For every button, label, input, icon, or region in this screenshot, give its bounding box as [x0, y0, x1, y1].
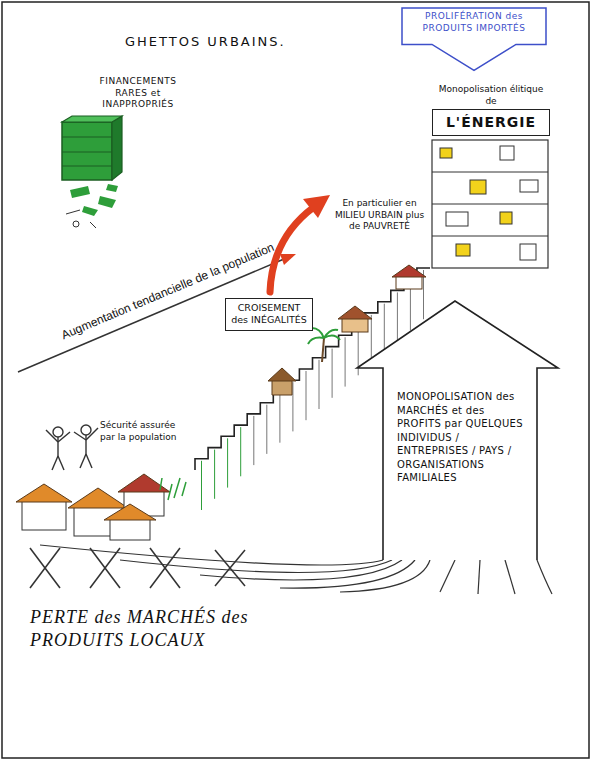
arrow-shape: PROLIFÉRATION des PRODUITS IMPORTÉS	[398, 6, 550, 72]
stair-hatch	[345, 337, 346, 386]
stair-hatch	[371, 315, 372, 364]
stair-hatch	[397, 292, 398, 341]
people-drawing	[46, 425, 98, 470]
caption-note: PERTE des MARCHÉS des PRODUITS LOCAUX	[30, 606, 310, 651]
node-subtext: L'ÉNERGIE	[432, 109, 550, 135]
arrow-path	[357, 301, 558, 560]
stair-hatch	[201, 461, 202, 510]
stair-hatch	[253, 416, 254, 465]
red-arrow	[270, 195, 330, 292]
annotation-label: En particulier en MILIEU URBAIN plus de …	[332, 198, 427, 233]
stair-hatch	[214, 450, 215, 499]
stair-hatch	[332, 349, 333, 398]
node-text: MONOPOLISATION des MARCHÉS et des PROFIT…	[397, 390, 525, 485]
stair-hatch	[240, 427, 241, 476]
arrow-shape: MONOPOLISATION des MARCHÉS et des PROFIT…	[355, 300, 560, 560]
node-text: CROISEMENT des INÉGALITÉS	[230, 302, 308, 327]
process-box: CROISEMENT des INÉGALITÉS	[225, 298, 313, 331]
annotation-label: Sécurité assurée par la population	[100, 420, 178, 443]
stair-hatch	[279, 393, 280, 442]
stair-hatch	[319, 360, 320, 409]
arrow-outline	[355, 300, 560, 560]
annotation-label: FINANCEMENTS RARES et INAPPROPRIÉS	[92, 76, 184, 111]
building-drawing	[432, 140, 548, 268]
diagram-title: GHETTOS URBAINS.	[125, 34, 286, 51]
stair-hatch	[384, 304, 385, 353]
energy-box: Monopolisation élitique deL'ÉNERGIE	[432, 84, 550, 136]
node-text: Monopolisation élitique de	[432, 84, 550, 107]
stair-hatch	[266, 405, 267, 454]
node-text: PROLIFÉRATION des PRODUITS IMPORTÉS	[398, 6, 550, 34]
cabinet-drawing	[62, 116, 122, 228]
annotation-label: Augmentation tendancielle de la populati…	[45, 234, 291, 350]
stair-hatch	[227, 438, 228, 487]
village-drawing	[16, 474, 186, 540]
stair-hatch	[306, 371, 307, 420]
stair-hatch	[292, 382, 293, 431]
